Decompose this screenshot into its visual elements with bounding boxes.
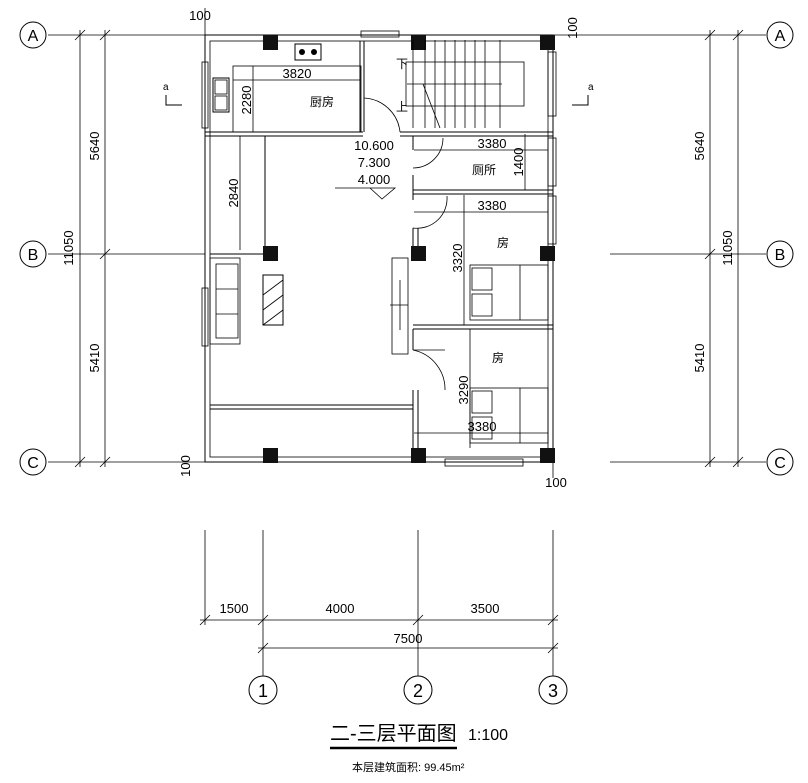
dim-kitchen-width: 3820 <box>283 66 312 81</box>
dim-room2-depth: 3290 <box>456 376 471 405</box>
dim-ab-right: 5640 <box>692 132 707 161</box>
svg-text:B: B <box>775 247 786 264</box>
row-bubble-c: C <box>19 448 47 476</box>
drawing-scale: 1:100 <box>468 727 508 744</box>
dim-room1-width: 3380 <box>478 198 507 213</box>
stair-down-label: 下 <box>396 57 408 71</box>
room-label-kitchen: 厨房 <box>310 94 334 109</box>
stair-up-label: 上 <box>396 100 408 114</box>
dim-top-offset: 100 <box>189 8 211 23</box>
row-bubble-b-right: B <box>766 240 794 268</box>
dim-corridor-depth: 2840 <box>226 179 241 208</box>
svg-text:B: B <box>28 247 39 264</box>
dim-bc-left: 5410 <box>87 344 102 373</box>
dim-toilet-depth: 1400 <box>511 148 526 177</box>
windows <box>201 30 557 467</box>
row-bubble-b: B <box>19 240 47 268</box>
interior-dim-lines <box>233 66 548 448</box>
elevation-marker-icon <box>335 187 397 200</box>
row-bubble-a: A <box>19 21 47 49</box>
dim-total-depth-left: 11050 <box>61 230 76 265</box>
section-mark-right: a <box>572 82 594 106</box>
dim-bay-1-2: 4000 <box>326 601 355 616</box>
room-label-bedroom2: 房 <box>492 350 504 365</box>
structural-columns <box>263 35 555 463</box>
walls <box>204 34 554 463</box>
staircase <box>405 40 525 129</box>
room-label-bedroom1: 房 <box>497 235 509 250</box>
floor-area: 本层建筑面积: 99.45m² <box>352 760 465 774</box>
bottom-dimension-lines <box>199 614 559 654</box>
dim-kitchen-depth: 2280 <box>239 86 254 115</box>
svg-text:A: A <box>28 28 39 45</box>
elevation-2: 7.300 <box>358 155 391 170</box>
tv-cabinet-icon <box>390 257 409 355</box>
sofa-icon <box>209 257 241 345</box>
dim-bottom-right-offset: 100 <box>545 475 567 490</box>
grid-lines <box>48 34 766 676</box>
dim-bay-left: 1500 <box>220 601 249 616</box>
coffee-table-icon <box>262 274 284 326</box>
dim-total-width: 7500 <box>394 631 423 646</box>
dim-toilet-width: 3380 <box>478 136 507 151</box>
dim-room2-width: 3380 <box>468 419 497 434</box>
svg-text:C: C <box>27 455 39 472</box>
drawing-title: 二-三层平面图 <box>330 723 457 745</box>
svg-text:A: A <box>775 28 786 45</box>
svg-text:3: 3 <box>548 681 558 701</box>
dim-total-depth-right: 11050 <box>720 230 735 265</box>
dim-top-right-offset: 100 <box>565 17 580 39</box>
svg-text:2: 2 <box>413 681 423 701</box>
dim-bay-2-3: 3500 <box>471 601 500 616</box>
column-bubble-2: 2 <box>403 675 433 705</box>
bed-icon-2 <box>469 387 549 444</box>
left-dimensions <box>74 29 111 468</box>
column-bubble-1: 1 <box>248 675 278 705</box>
elevation-3: 4.000 <box>358 172 391 187</box>
dim-bottom-left-offset: 100 <box>178 455 193 477</box>
row-bubble-a-right: A <box>766 21 794 49</box>
section-mark-left: a <box>163 82 182 106</box>
bed-icon-1 <box>469 264 549 321</box>
svg-text:1: 1 <box>258 681 268 701</box>
right-dimensions <box>704 29 744 468</box>
row-bubble-c-right: C <box>766 448 794 476</box>
room-label-toilet: 厕所 <box>472 163 496 177</box>
dim-room1-depth: 3320 <box>450 244 465 273</box>
doors <box>363 97 448 391</box>
dim-ab-left: 5640 <box>87 132 102 161</box>
elevation-1: 10.600 <box>354 138 394 153</box>
svg-text:C: C <box>774 455 786 472</box>
stove-icon <box>294 43 322 61</box>
sink-icon <box>212 77 230 113</box>
svg-text:a: a <box>588 82 594 93</box>
column-bubble-3: 3 <box>538 675 568 705</box>
svg-text:a: a <box>163 82 169 93</box>
dim-bc-right: 5410 <box>692 344 707 373</box>
